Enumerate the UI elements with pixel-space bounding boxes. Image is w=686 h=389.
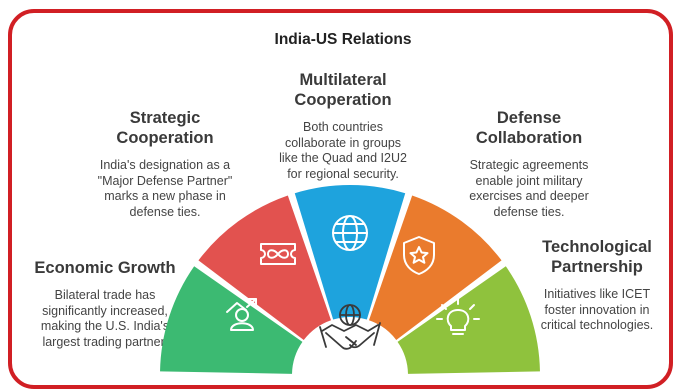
card-heading: Defense Collaboration (475, 109, 583, 147)
card-heading: Multilateral Cooperation (294, 71, 392, 109)
shield-star-icon (403, 236, 435, 275)
card-description: Bilateral trade has significantly increa… (40, 288, 170, 349)
card-description: India's designation as a "Major Defense … (97, 158, 233, 219)
card-description: Both countries collaborate in groups lik… (279, 120, 407, 181)
globe-icon (332, 215, 368, 251)
segment-multilateral-cooperation (294, 185, 406, 320)
card-multilateral-cooperation: Multilateral Cooperation Both countries … (258, 70, 428, 182)
fan-segments (160, 185, 540, 374)
segment-economic-growth (160, 266, 303, 374)
card-economic-growth: Economic Growth Bilateral trade has sign… (20, 258, 190, 350)
diagram-title: India-US Relations (274, 31, 412, 48)
card-description: Initiatives like ICET foster innovation … (540, 287, 654, 332)
card-heading: Economic Growth (34, 259, 176, 277)
segment-icons (226, 215, 480, 350)
handshake-globe-icon (319, 304, 381, 350)
segment-strategic-cooperation (198, 195, 332, 341)
growth-person-icon (226, 298, 257, 331)
lightbulb-icon (436, 298, 480, 335)
ticket-infinity-icon (260, 243, 296, 265)
fan-diagram (160, 185, 540, 374)
card-defense-collaboration: Defense Collaboration Strategic agreemen… (444, 108, 614, 220)
card-heading: Strategic Cooperation (116, 109, 214, 147)
card-description: Strategic agreements enable joint milita… (469, 158, 589, 219)
segment-defense-collaboration (368, 195, 502, 341)
card-strategic-cooperation: Strategic Cooperation India's designatio… (80, 108, 250, 220)
card-technological-partnership: Technological Partnership Initiatives li… (512, 237, 682, 334)
card-heading: Technological Partnership (542, 238, 652, 276)
